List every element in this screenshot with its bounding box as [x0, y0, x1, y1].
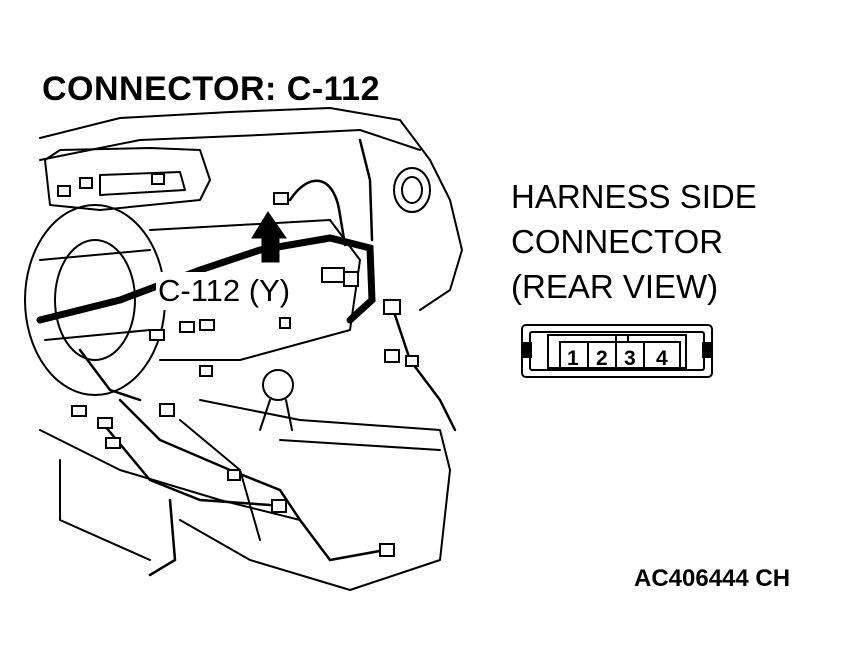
side-label-line-3: (REAR VIEW): [511, 268, 719, 305]
pin-1-label: 1: [567, 347, 579, 370]
figure-code: AC406444 CH: [634, 565, 791, 592]
harness-side-connector-label: HARNESS SIDE CONNECTOR (REAR VIEW): [511, 174, 757, 309]
c112-arrow-icon: [251, 211, 287, 263]
pin-4-label: 4: [656, 347, 668, 370]
side-label-line-1: HARNESS SIDE: [511, 178, 757, 215]
connector-title: CONNECTOR: C-112: [42, 70, 380, 108]
pin-3-label: 3: [624, 347, 636, 370]
pin-2-label: 2: [596, 347, 608, 370]
c112-callout-label: C-112 (Y): [156, 272, 293, 310]
side-label-line-2: CONNECTOR: [511, 223, 724, 260]
